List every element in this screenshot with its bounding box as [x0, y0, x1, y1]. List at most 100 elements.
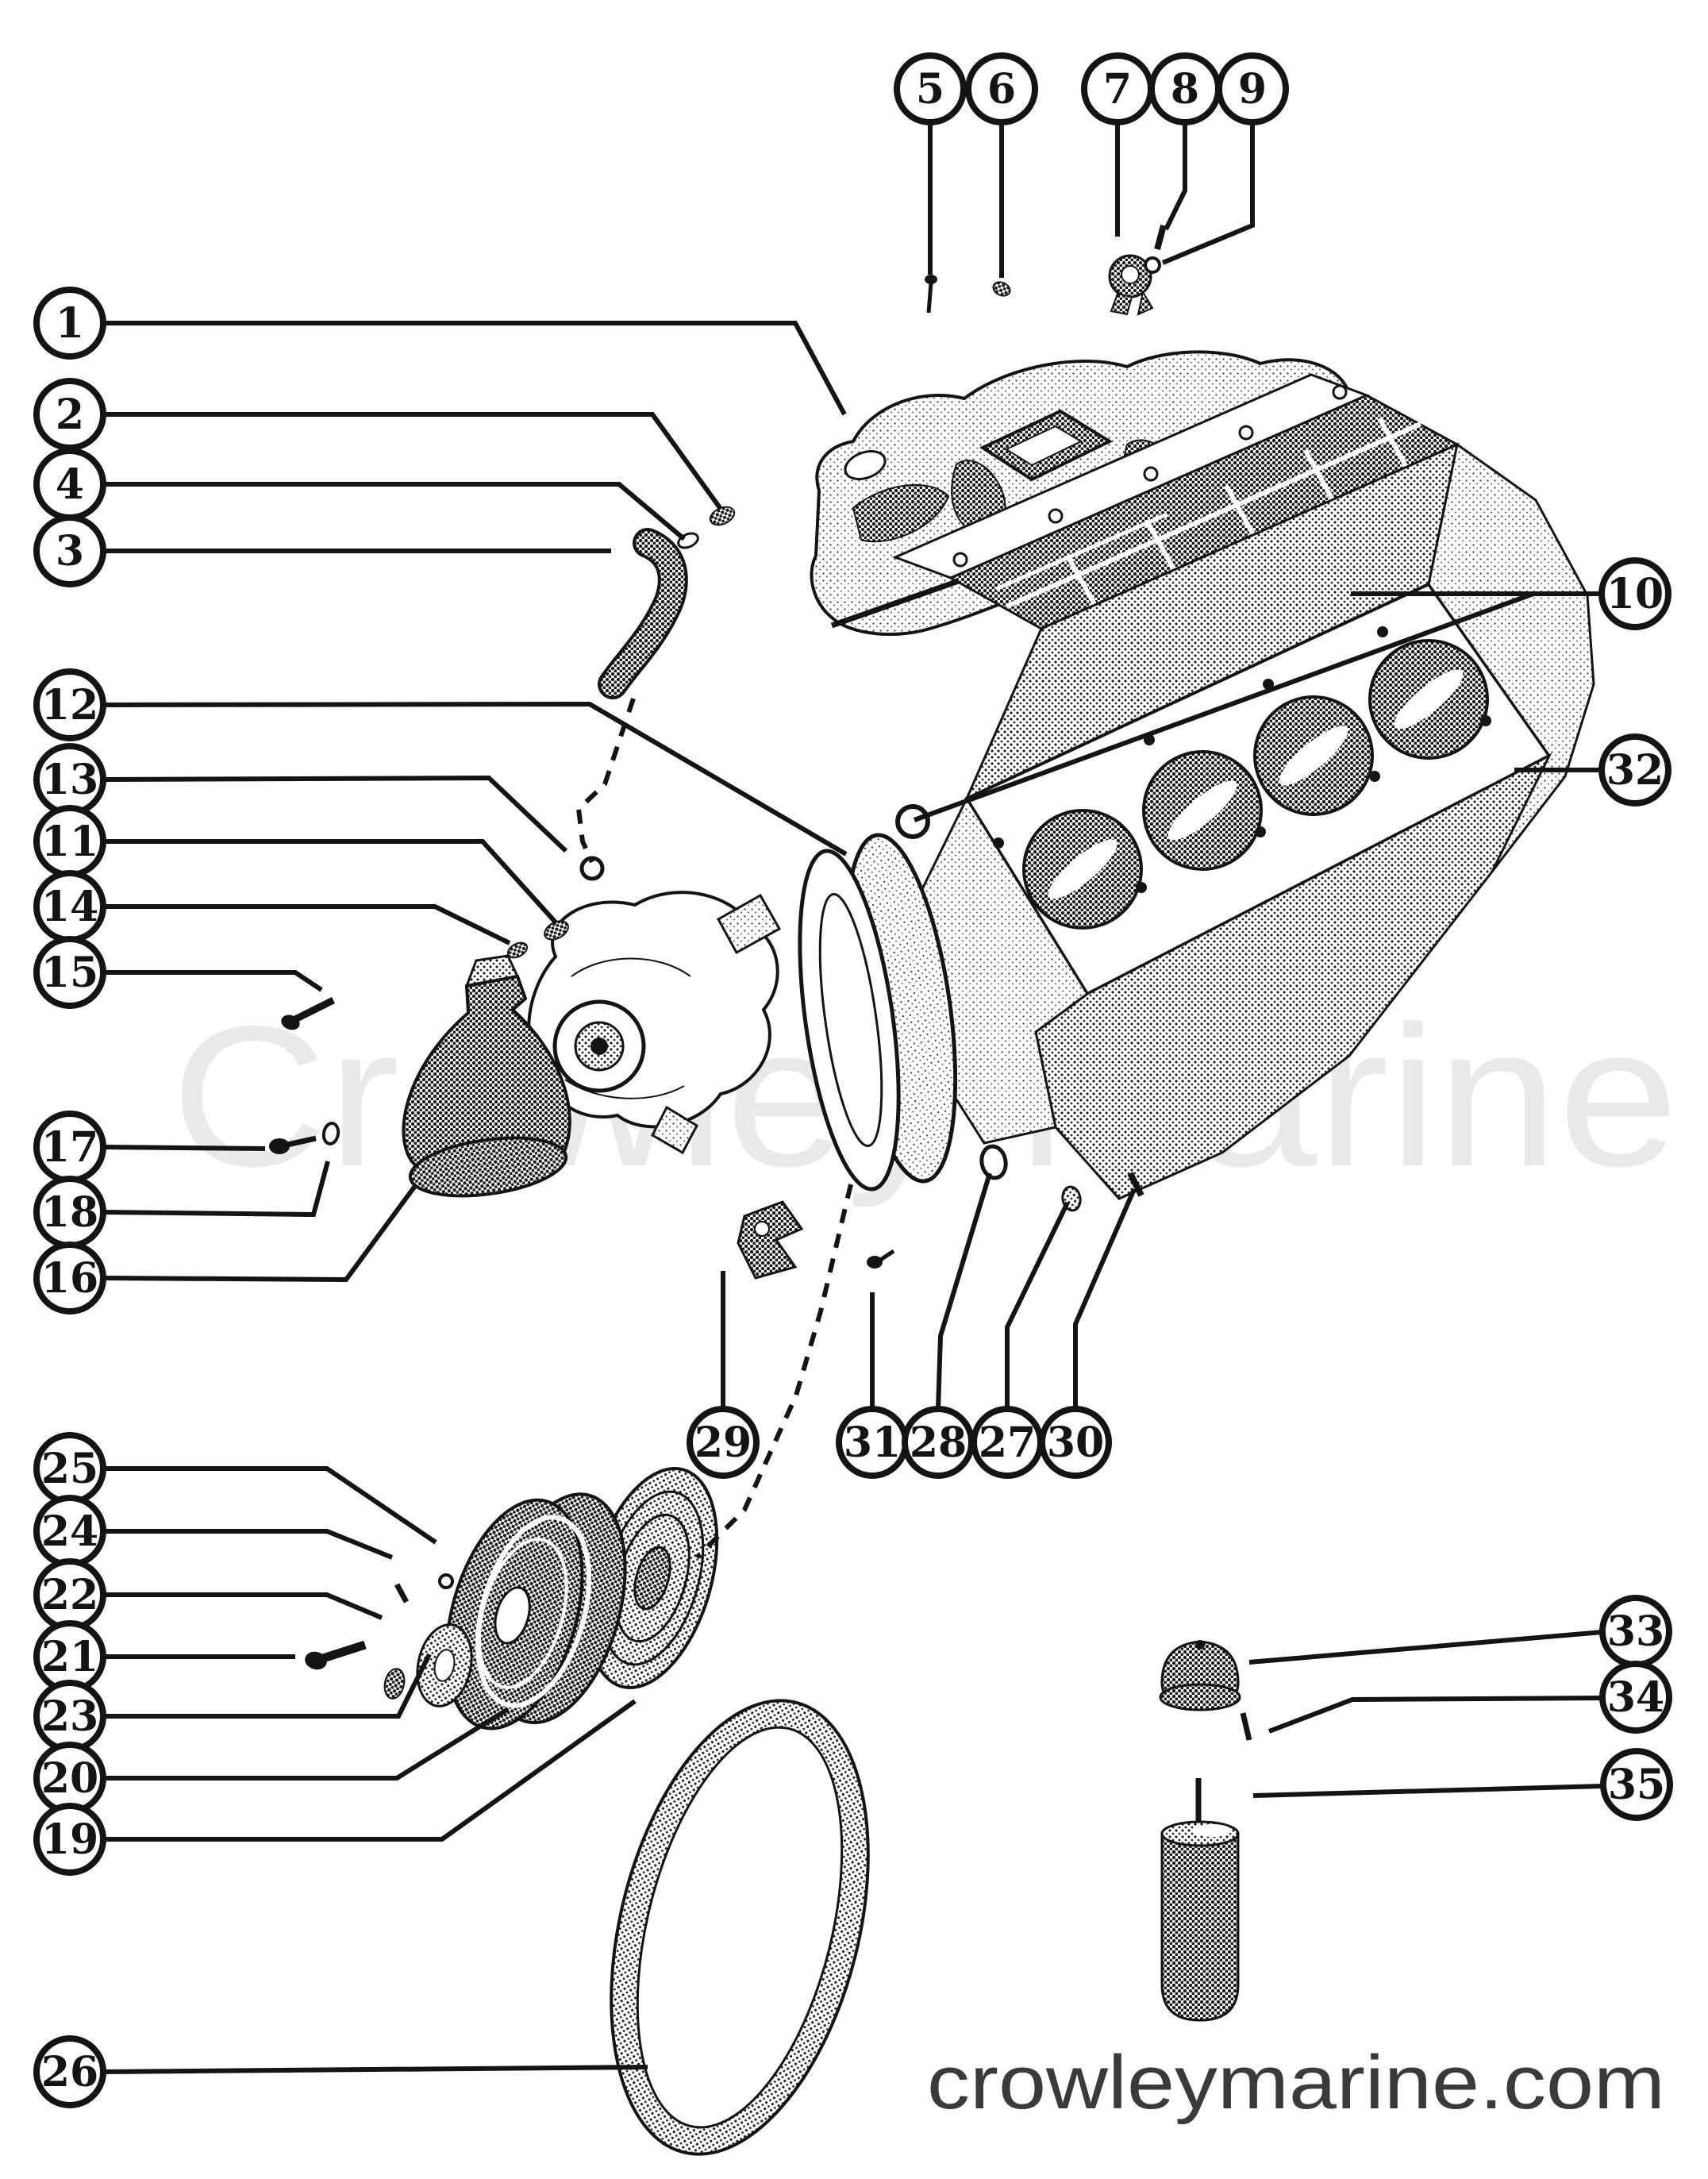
callout-circle-5 [894, 52, 967, 125]
callout-16[interactable]: 16 [33, 1184, 417, 1315]
callout-circle-19 [33, 1803, 106, 1876]
callout-leader-25 [103, 1466, 437, 1545]
callout-number-17: 17 [41, 1123, 98, 1172]
callout-1[interactable]: 1 [33, 287, 847, 416]
callout-14[interactable]: 14 [33, 870, 511, 945]
callout-number-16: 16 [41, 1254, 98, 1303]
callout-leader-33 [1248, 1630, 1603, 1665]
callout-number-11: 11 [41, 818, 98, 866]
callout-13[interactable]: 13 [33, 743, 568, 853]
callout-leader-12 [102, 701, 848, 857]
water-pump-drawing [527, 891, 782, 1155]
clamp-pin-drawing [1154, 224, 1167, 251]
callout-35[interactable]: 35 [1252, 1748, 1673, 1821]
callout-31[interactable]: 31 [836, 1292, 909, 1479]
callout-leader-23 [103, 1653, 432, 1719]
cover-washer-drawing [321, 1122, 340, 1145]
callout-leader-26 [102, 2065, 648, 2074]
callout-7[interactable]: 7 [1081, 52, 1154, 237]
dashed-routes-layer [575, 698, 853, 1560]
cover-screw-drawing [269, 1135, 317, 1154]
front-plate-drawing [798, 833, 958, 1192]
callout-5[interactable]: 5 [894, 52, 967, 275]
callout-circle-6 [965, 52, 1038, 125]
callout-27[interactable]: 27 [971, 1201, 1070, 1479]
callout-leader-11 [103, 839, 559, 926]
website-text: crowleymarine.com [927, 2040, 1665, 2125]
callout-number-13: 13 [41, 756, 98, 804]
gasket-ring-drawing [895, 804, 930, 839]
callout-number-10: 10 [1606, 570, 1664, 618]
bracket-drawing [737, 1200, 804, 1280]
callout-24[interactable]: 24 [33, 1495, 394, 1568]
callout-number-12: 12 [41, 681, 98, 730]
callout-34[interactable]: 34 [1268, 1661, 1672, 1734]
callout-leader-34 [1268, 1696, 1603, 1734]
callout-21[interactable]: 21 [33, 1620, 295, 1693]
callout-20[interactable]: 20 [33, 1707, 510, 1815]
callout-4[interactable]: 4 [33, 448, 686, 541]
callout-12[interactable]: 12 [33, 668, 848, 857]
crankshaft-alignment-dashed-line [694, 1184, 853, 1560]
callout-number-9: 9 [1238, 65, 1267, 114]
callout-11[interactable]: 11 [33, 805, 559, 926]
callout-30[interactable]: 30 [1039, 1188, 1137, 1479]
callout-number-22: 22 [41, 1571, 98, 1619]
callout-circle-29 [687, 1406, 760, 1479]
engine-block-drawing [892, 373, 1595, 1200]
callout-leader-14 [103, 904, 511, 945]
callout-18[interactable]: 18 [33, 1161, 330, 1249]
callout-9[interactable]: 9 [1161, 52, 1289, 265]
callout-leader-13 [102, 775, 568, 853]
callout-25[interactable]: 25 [33, 1432, 437, 1545]
callout-2[interactable]: 2 [33, 378, 723, 510]
callout-33[interactable]: 33 [1248, 1595, 1672, 1668]
callout-17[interactable]: 17 [33, 1111, 266, 1184]
callout-circle-1 [33, 287, 106, 360]
pump-bolt-drawing [281, 996, 336, 1030]
callout-number-15: 15 [41, 949, 98, 997]
callout-circle-10 [1598, 557, 1671, 630]
callout-number-4: 4 [56, 460, 84, 509]
callout-circle-30 [1039, 1406, 1112, 1479]
callout-leader-16 [102, 1184, 417, 1283]
clamp-ring-drawing [1144, 256, 1161, 274]
callout-circle-26 [33, 2035, 106, 2108]
callout-22[interactable]: 22 [33, 1558, 383, 1631]
filter-fitting-pin-drawing [1240, 1712, 1252, 1741]
cylinder-bores [1022, 639, 1489, 930]
callout-circle-12 [33, 668, 106, 741]
callout-number-33: 33 [1607, 1607, 1664, 1656]
callout-6[interactable]: 6 [965, 52, 1038, 278]
pulley-washer-small-drawing [383, 1668, 406, 1700]
callout-29[interactable]: 29 [687, 1271, 760, 1479]
callout-number-5: 5 [916, 65, 944, 114]
pulley-pin-drawing [394, 1583, 410, 1603]
callout-number-30: 30 [1047, 1419, 1104, 1467]
front-pulley-drawing [444, 1492, 627, 1730]
callout-15[interactable]: 15 [33, 936, 323, 1009]
callout-32[interactable]: 32 [1514, 733, 1671, 807]
callout-8[interactable]: 8 [1148, 52, 1221, 231]
water-hose-drawing [598, 528, 688, 699]
callout-19[interactable]: 19 [33, 1699, 637, 1876]
pulley-washer-large-drawing [416, 1623, 473, 1707]
callout-3[interactable]: 3 [33, 514, 611, 587]
callout-number-2: 2 [56, 391, 84, 439]
callout-number-25: 25 [41, 1445, 98, 1493]
callout-circle-34 [1599, 1661, 1672, 1734]
manifold-fitting-drawing [992, 281, 1011, 297]
callout-leader-35 [1252, 1784, 1604, 1798]
callout-leader-30 [1073, 1188, 1137, 1409]
callout-number-19: 19 [41, 1815, 98, 1864]
callout-leader-4 [103, 482, 686, 541]
callout-circle-3 [33, 514, 106, 587]
callout-leader-17 [102, 1145, 266, 1151]
pulley-ring-drawing [438, 1573, 454, 1589]
callout-leader-28 [936, 1172, 992, 1410]
drive-belt-drawing [610, 1699, 870, 2156]
callout-number-6: 6 [987, 65, 1016, 114]
callout-28[interactable]: 28 [902, 1172, 992, 1479]
callout-26[interactable]: 26 [33, 2035, 648, 2108]
callout-10[interactable]: 10 [913, 557, 1671, 822]
